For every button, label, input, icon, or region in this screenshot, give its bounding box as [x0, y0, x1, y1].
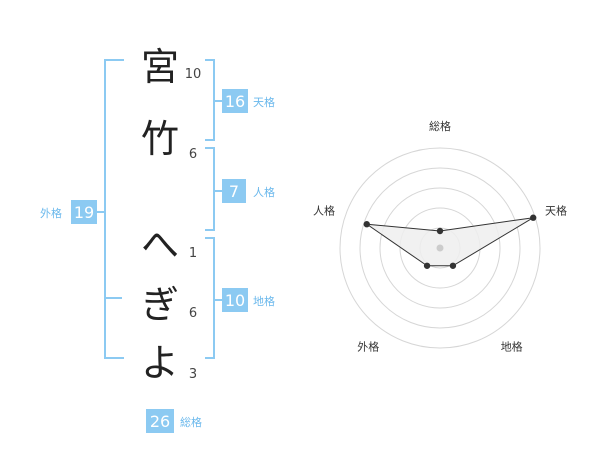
- chikaku-badge: 10 地格: [222, 288, 275, 312]
- radar-polygon: [364, 217, 534, 267]
- radar-points: [363, 214, 537, 269]
- name-char-2: 竹: [141, 117, 179, 161]
- radar-point-2: [530, 214, 537, 221]
- gaikaku-label: 外格: [40, 206, 62, 220]
- tenkaku-label: 天格: [253, 95, 275, 109]
- chikaku-label: 地格: [253, 294, 275, 308]
- chikaku-bracket: [205, 237, 215, 359]
- jinkaku-label: 人格: [253, 185, 275, 199]
- jinkaku-bracket: [205, 147, 215, 231]
- radar-ring-3: [379, 187, 501, 309]
- stroke-count-5: 3: [189, 367, 197, 382]
- gaikaku-value: 19: [74, 203, 94, 222]
- radar-point-3: [449, 262, 457, 269]
- jinkaku-badge: 7 人格: [222, 179, 275, 203]
- name-char-3: へ: [141, 223, 179, 267]
- radar-axis-label-2: 天格: [545, 203, 567, 217]
- name-char-1: 宮: [141, 45, 179, 89]
- jinkaku-value: 7: [229, 182, 239, 201]
- radar-axis-label-1: 総格: [429, 119, 451, 133]
- tenkaku-badge: 16 天格: [222, 89, 275, 113]
- radar-center-dot: [436, 244, 444, 252]
- name-column: 宮 竹 へ ぎ よ 10 6 1 6 3: [141, 45, 201, 385]
- stroke-count-1: 10: [185, 67, 202, 82]
- soukaku-label: 総格: [180, 415, 202, 429]
- name-char-4: ぎ: [141, 283, 179, 327]
- tenkaku-bracket: [205, 59, 215, 141]
- gaikaku-badge: 外格 19: [40, 200, 97, 224]
- brackets: [90, 59, 222, 359]
- chikaku-value: 10: [225, 291, 245, 310]
- radar-point-4: [423, 262, 431, 269]
- radar-point-1: [436, 227, 444, 235]
- radar-axis-label-3: 地格: [501, 340, 523, 354]
- radar-axis-label-4: 外格: [357, 340, 379, 354]
- radar-ring-4: [359, 167, 521, 329]
- soukaku-value: 26: [150, 412, 170, 431]
- stroke-count-4: 6: [189, 306, 197, 321]
- name-char-5: よ: [141, 341, 179, 385]
- stroke-count-2: 6: [189, 147, 197, 162]
- gaikaku-bracket: [104, 59, 124, 359]
- radar-axis-label-5: 人格: [313, 203, 335, 217]
- radar-ring-5: [339, 147, 541, 349]
- radar-point-5: [363, 221, 370, 228]
- stroke-count-3: 1: [189, 246, 197, 261]
- tenkaku-value: 16: [225, 92, 245, 111]
- soukaku-badge: 26 総格: [146, 409, 202, 433]
